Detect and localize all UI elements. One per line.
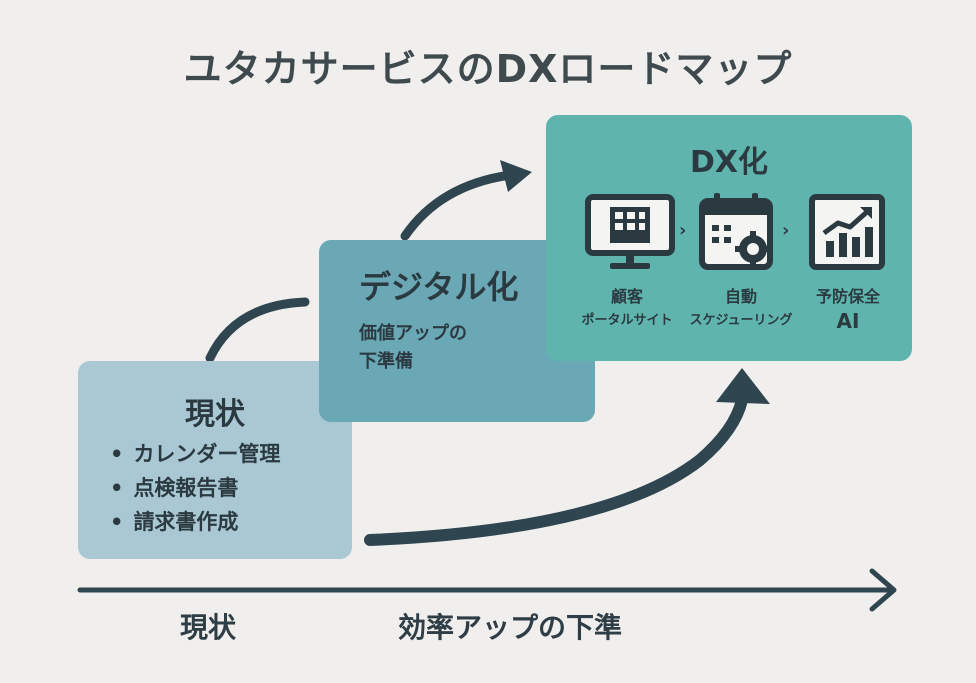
- stage-current-list: カレンダー管理 点検報告書 請求書作成: [110, 437, 280, 539]
- stage-current-heading: 現状: [185, 397, 245, 432]
- calendar-gear-icon: [699, 193, 773, 270]
- dx-step-label-ai: 予防保全 AI: [796, 285, 900, 333]
- chevron-right-icon: ›: [782, 220, 790, 241]
- dx-step-label-portal: 顧客 ポータルサイト: [568, 285, 686, 333]
- arrowhead-digital-dx: [500, 160, 532, 192]
- axis-start-label: 現状: [180, 611, 237, 644]
- dx-step-label-line1: 自動: [724, 287, 757, 306]
- dx-step-label-line1: 予防保全: [815, 287, 880, 306]
- growth-chart-icon: [809, 194, 885, 270]
- arrow-digital-dx: [400, 170, 515, 241]
- chevron-right-icon: ›: [679, 220, 687, 241]
- timeline-arrowhead: [869, 568, 897, 612]
- stage-dx-box: DX化 › ›: [546, 115, 912, 361]
- connector-current-digital: [205, 297, 310, 363]
- list-item: 請求書作成: [110, 505, 280, 539]
- stage-digital-heading: デジタル化: [359, 268, 519, 306]
- stage-digital-subtitle: 価値アップの 下準備: [359, 320, 559, 376]
- dx-step-label-scheduling: 自動 スケジューリング: [682, 285, 800, 333]
- arrowhead-current-dx: [716, 368, 770, 404]
- dx-step-label-line2: ポータルサイト: [581, 313, 673, 328]
- list-item: カレンダー管理: [110, 437, 280, 471]
- monitor-building-icon: [585, 194, 675, 269]
- page-title: ユタカサービスのDXロードマップ: [183, 47, 793, 91]
- dx-step-label-line2: AI: [836, 309, 860, 333]
- stage-digital-subtitle-line1: 価値アップの: [359, 323, 467, 344]
- arrow-current-dx: [364, 394, 748, 546]
- axis-end-label: 効率アップの下準: [398, 611, 623, 644]
- stage-current-box: 現状 カレンダー管理 点検報告書 請求書作成: [78, 361, 352, 559]
- dx-step-label-line1: 顧客: [610, 287, 643, 306]
- dx-step-label-line2: スケジューリング: [689, 313, 793, 328]
- stage-digital-subtitle-line2: 下準備: [359, 351, 413, 372]
- stage-dx-heading: DX化: [689, 145, 769, 180]
- list-item: 点検報告書: [110, 471, 280, 505]
